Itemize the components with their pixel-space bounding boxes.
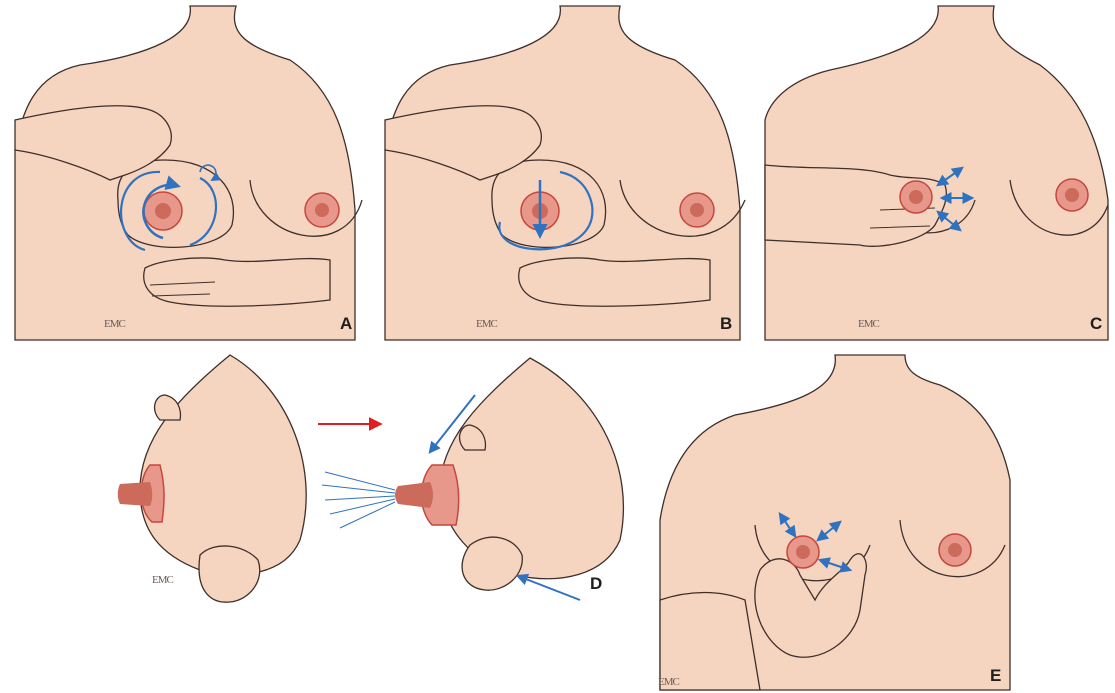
compression-arrow	[518, 576, 580, 600]
nipple	[948, 543, 962, 557]
milk-spray	[322, 472, 395, 528]
nipple	[395, 482, 433, 508]
cupping-hand	[199, 546, 260, 602]
panel-a	[15, 6, 362, 340]
nipple	[690, 203, 704, 217]
emc-mark-e: EMC	[658, 676, 679, 688]
nipple	[796, 545, 810, 559]
breast-after	[440, 358, 623, 579]
lower-hand	[519, 258, 710, 306]
emc-mark-c: EMC	[858, 318, 879, 330]
nipple	[118, 482, 153, 506]
thumb	[155, 395, 181, 420]
emc-mark-b: EMC	[476, 318, 497, 330]
panel-label-c: C	[1090, 314, 1102, 334]
nipple	[1065, 188, 1079, 202]
emc-mark-d: EMC	[152, 574, 173, 586]
panel-label-d: D	[590, 574, 602, 594]
panel-label-a: A	[340, 314, 352, 334]
breast-before	[140, 355, 306, 575]
nipple	[155, 203, 171, 219]
panel-c	[765, 6, 1108, 340]
panel-d	[118, 355, 624, 602]
nipple	[315, 203, 329, 217]
emc-mark-a: EMC	[104, 318, 125, 330]
panel-e	[660, 355, 1010, 690]
panel-label-b: B	[720, 314, 732, 334]
nipple	[909, 190, 923, 204]
lower-hand	[144, 258, 330, 306]
panel-b	[385, 6, 745, 340]
cupping-hand	[462, 537, 522, 590]
panel-label-e: E	[990, 666, 1001, 686]
